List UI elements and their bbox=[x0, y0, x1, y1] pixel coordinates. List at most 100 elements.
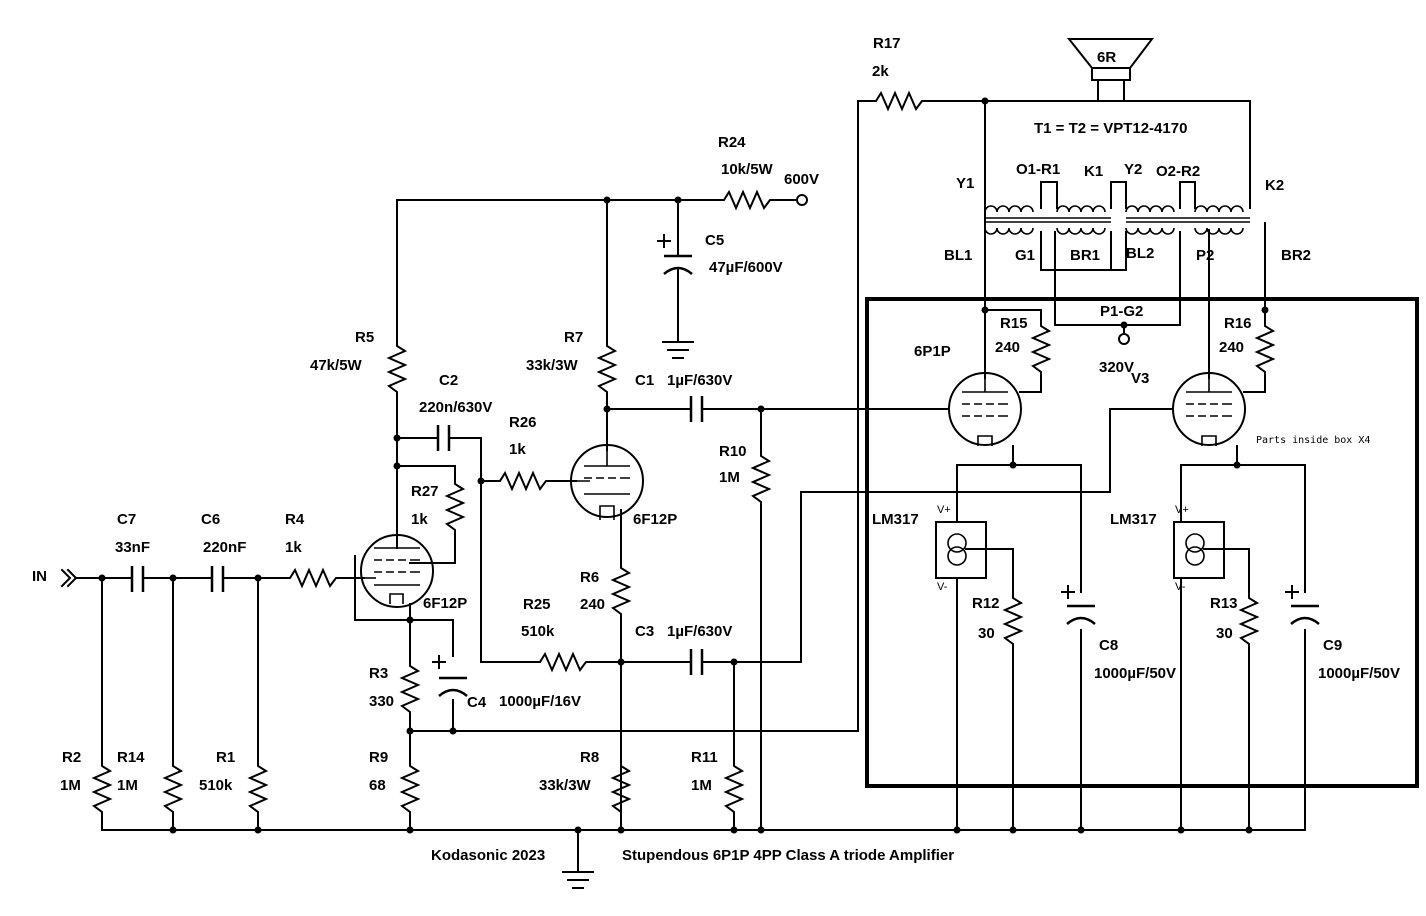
vplus-left: V+ bbox=[937, 504, 951, 516]
r24-value: 10k/5W bbox=[721, 161, 774, 178]
c7-ref: C7 bbox=[117, 511, 136, 528]
c6-ref: C6 bbox=[201, 511, 220, 528]
pin-br1: BR1 bbox=[1070, 247, 1100, 264]
capacitor-c8 bbox=[1061, 585, 1096, 625]
pin-g1: G1 bbox=[1015, 247, 1035, 264]
r25-value: 510k bbox=[521, 623, 555, 640]
capacitor-c5 bbox=[657, 234, 693, 275]
regulator-right-label: LM317 bbox=[1110, 511, 1157, 528]
r27-ref: R27 bbox=[411, 483, 439, 500]
c1-value: 1µF/630V bbox=[667, 372, 732, 389]
pin-o1r1: O1-R1 bbox=[1016, 161, 1060, 178]
resistor-r10 bbox=[750, 449, 772, 509]
r14-value: 1M bbox=[117, 777, 138, 794]
r17-ref: R17 bbox=[873, 35, 901, 52]
pin-y2: Y2 bbox=[1124, 161, 1142, 178]
module-box bbox=[865, 297, 1419, 788]
r17-value: 2k bbox=[872, 63, 889, 80]
c9-ref: C9 bbox=[1323, 637, 1342, 654]
wiring bbox=[75, 79, 1306, 873]
schematic-title: Stupendous 6P1P 4PP Class A triode Ampli… bbox=[622, 847, 954, 864]
r13-ref: R13 bbox=[1210, 595, 1238, 612]
resistor-r16 bbox=[1254, 319, 1276, 379]
r9-ref: R9 bbox=[369, 749, 388, 766]
c4-ref: C4 bbox=[467, 694, 487, 711]
pin-p2: P2 bbox=[1196, 247, 1214, 264]
tube-out-right bbox=[1172, 372, 1246, 446]
regulator-left-label: LM317 bbox=[872, 511, 919, 528]
c5-value: 47µF/600V bbox=[709, 259, 783, 276]
resistor-r9 bbox=[399, 759, 421, 819]
resistor-r12 bbox=[1002, 591, 1024, 651]
r12-value: 30 bbox=[978, 625, 995, 642]
pin-k1: K1 bbox=[1084, 163, 1103, 180]
r10-value: 1M bbox=[719, 469, 740, 486]
supply-terminal bbox=[796, 194, 808, 206]
input-label: IN bbox=[32, 568, 47, 585]
c4-value: 1000µF/16V bbox=[499, 693, 581, 710]
resistor-r6 bbox=[610, 561, 632, 621]
box-note: Parts inside box X4 bbox=[1256, 435, 1370, 446]
r26-ref: R26 bbox=[509, 414, 537, 431]
r11-ref: R11 bbox=[691, 749, 718, 766]
r16-ref: R16 bbox=[1224, 315, 1252, 332]
pin-p1g2: P1-G2 bbox=[1100, 303, 1143, 320]
resistor-r11 bbox=[723, 759, 745, 819]
resistor-r4 bbox=[283, 567, 343, 589]
r24-ref: R24 bbox=[718, 134, 746, 151]
r6-value: 240 bbox=[580, 596, 605, 613]
tap-label: 320V bbox=[1099, 359, 1134, 376]
output-transformer-t1 bbox=[984, 205, 1111, 235]
r3-ref: R3 bbox=[369, 665, 388, 682]
c9-value: 1000µF/50V bbox=[1318, 665, 1400, 682]
tube-v1 bbox=[360, 534, 434, 608]
resistor-r7 bbox=[596, 339, 618, 399]
resistor-r14 bbox=[162, 759, 184, 819]
r5-value: 47k/5W bbox=[310, 357, 363, 374]
pin-bl1: BL1 bbox=[944, 247, 972, 264]
tube-v2 bbox=[570, 444, 644, 520]
r2-ref: R2 bbox=[62, 749, 81, 766]
c2-value: 220n/630V bbox=[419, 399, 492, 416]
resistor-r25 bbox=[533, 651, 593, 673]
speaker-label: 6R bbox=[1097, 49, 1116, 66]
pin-o2r2: O2-R2 bbox=[1156, 163, 1200, 180]
tube-v2-label: 6F12P bbox=[633, 511, 677, 528]
resistor-r1 bbox=[247, 759, 269, 819]
r15-value: 240 bbox=[995, 339, 1020, 356]
r11-value: 1M bbox=[691, 777, 712, 794]
capacitor-c4 bbox=[432, 655, 468, 697]
r8-ref: R8 bbox=[580, 749, 599, 766]
resistor-r24 bbox=[717, 189, 777, 211]
capacitor-c9 bbox=[1285, 585, 1320, 625]
credit-label: Kodasonic 2023 bbox=[431, 847, 545, 864]
r25-ref: R25 bbox=[523, 596, 551, 613]
resistor-r26 bbox=[493, 470, 553, 492]
r12-ref: R12 bbox=[972, 595, 1000, 612]
r2-value: 1M bbox=[60, 777, 81, 794]
resistor-r5 bbox=[386, 339, 408, 399]
r15-ref: R15 bbox=[1000, 315, 1028, 332]
resistor-r2 bbox=[91, 759, 113, 819]
r9-value: 68 bbox=[369, 777, 386, 794]
r27-value: 1k bbox=[411, 511, 428, 528]
c8-ref: C8 bbox=[1099, 637, 1118, 654]
pin-br2: BR2 bbox=[1281, 247, 1311, 264]
r5-ref: R5 bbox=[355, 329, 374, 346]
resistor-r27 bbox=[444, 477, 466, 537]
r3-value: 330 bbox=[369, 693, 394, 710]
capacitor-c2 bbox=[436, 425, 451, 451]
r1-ref: R1 bbox=[216, 749, 235, 766]
r10-ref: R10 bbox=[719, 443, 747, 460]
resistor-r13 bbox=[1238, 591, 1260, 651]
c1-ref: C1 bbox=[635, 372, 654, 389]
capacitor-c6 bbox=[210, 566, 225, 592]
tube-out-label: 6P1P bbox=[914, 343, 951, 360]
pin-bl2: BL2 bbox=[1126, 245, 1154, 262]
supply-label: 600V bbox=[784, 171, 819, 188]
c7-value: 33nF bbox=[115, 539, 150, 556]
c8-value: 1000µF/50V bbox=[1094, 665, 1176, 682]
c3-ref: C3 bbox=[635, 623, 654, 640]
output-transformer-t2 bbox=[1125, 205, 1250, 235]
